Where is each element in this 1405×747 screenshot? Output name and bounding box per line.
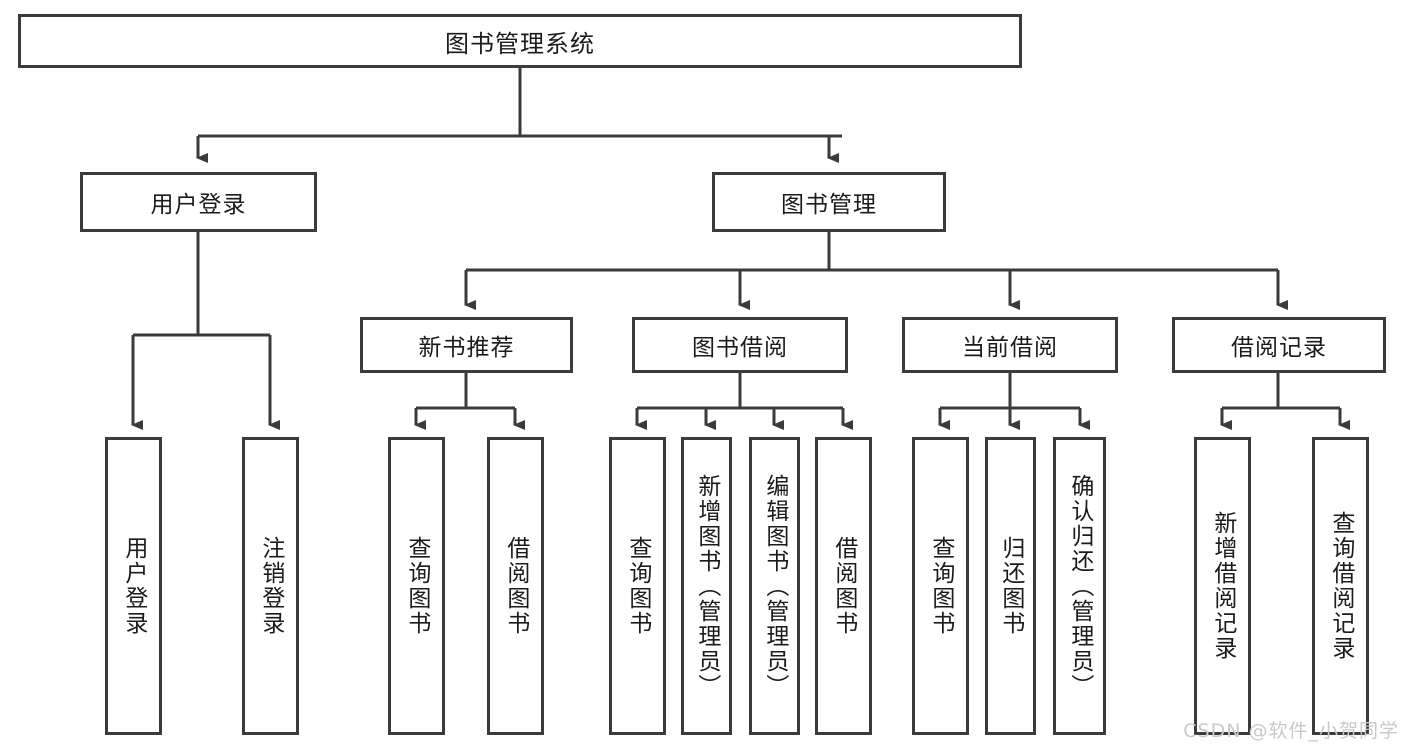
leaf-new-book-query-label: 查询图书: [403, 536, 430, 636]
node-root-label: 图书管理系统: [445, 29, 595, 58]
leaf-borrow-query-book[interactable]: 查询图书: [609, 437, 666, 735]
node-book-manage-label: 图书管理: [781, 192, 877, 218]
leaf-edit-book-admin-label: 编辑图书（管理员）: [761, 473, 788, 699]
node-user-login[interactable]: 用户登录: [80, 172, 317, 232]
leaf-add-borrow-record[interactable]: 新增借阅记录: [1194, 437, 1251, 735]
node-new-book-label: 新书推荐: [418, 335, 515, 361]
node-book-borrow[interactable]: 图书借阅: [632, 317, 848, 373]
leaf-borrow-book[interactable]: 借阅图书: [815, 437, 872, 735]
leaf-logout[interactable]: 注销登录: [242, 437, 299, 735]
node-new-book[interactable]: 新书推荐: [360, 317, 573, 373]
leaf-current-query-book[interactable]: 查询图书: [912, 437, 969, 735]
node-book-manage[interactable]: 图书管理: [712, 172, 946, 232]
leaf-return-book[interactable]: 归还图书: [985, 437, 1036, 735]
leaf-new-book-query[interactable]: 查询图书: [388, 437, 445, 735]
leaf-query-borrow-record[interactable]: 查询借阅记录: [1312, 437, 1369, 735]
node-current-borrow[interactable]: 当前借阅: [902, 317, 1118, 373]
leaf-user-login[interactable]: 用户登录: [105, 437, 162, 735]
leaf-query-borrow-record-label: 查询借阅记录: [1327, 511, 1354, 661]
node-book-borrow-label: 图书借阅: [692, 335, 788, 361]
leaf-current-query-book-label: 查询图书: [927, 536, 954, 636]
leaf-confirm-return-admin[interactable]: 确认归还（管理员）: [1053, 437, 1106, 735]
leaf-add-borrow-record-label: 新增借阅记录: [1209, 511, 1236, 661]
node-root[interactable]: 图书管理系统: [18, 14, 1022, 68]
leaf-new-book-borrow[interactable]: 借阅图书: [487, 437, 544, 735]
leaf-edit-book-admin[interactable]: 编辑图书（管理员）: [749, 437, 800, 735]
leaf-return-book-label: 归还图书: [997, 536, 1024, 636]
leaf-borrow-query-book-label: 查询图书: [624, 536, 651, 636]
leaf-add-book-admin-label: 新增图书（管理员）: [693, 473, 720, 699]
node-current-borrow-label: 当前借阅: [962, 335, 1058, 361]
node-user-login-label: 用户登录: [150, 192, 247, 218]
watermark: CSDN @软件_小贺同学: [1183, 720, 1399, 742]
leaf-add-book-admin[interactable]: 新增图书（管理员）: [681, 437, 732, 735]
leaf-user-login-label: 用户登录: [120, 536, 147, 636]
leaf-logout-label: 注销登录: [257, 536, 284, 636]
node-borrow-record[interactable]: 借阅记录: [1172, 317, 1386, 373]
node-borrow-record-label: 借阅记录: [1231, 335, 1327, 361]
leaf-borrow-book-label: 借阅图书: [830, 536, 857, 636]
leaf-confirm-return-admin-label: 确认归还（管理员）: [1066, 473, 1093, 699]
leaf-new-book-borrow-label: 借阅图书: [502, 536, 529, 636]
